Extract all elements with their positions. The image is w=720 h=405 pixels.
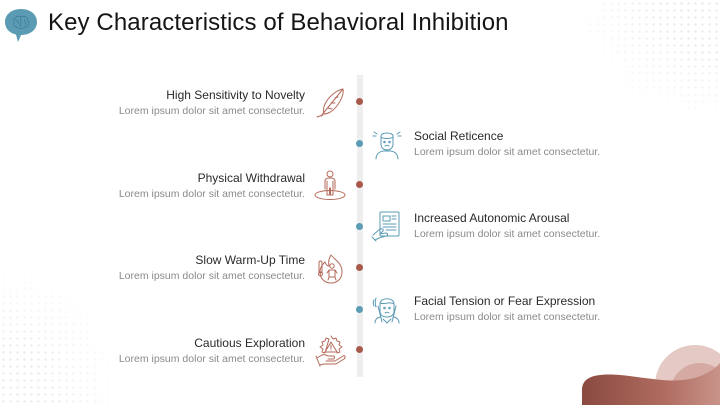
item-heading: Physical Withdrawal — [197, 171, 305, 185]
decorative-blob-bottom-right — [580, 335, 720, 405]
timeline-dot — [356, 306, 363, 313]
characteristic-item-physical-withdrawal: Physical Withdrawal Lorem ipsum dolor si… — [119, 171, 305, 201]
person-standing-circle-icon — [313, 168, 347, 202]
characteristic-item-social-reticence: Social Reticence Lorem ipsum dolor sit a… — [414, 129, 600, 159]
feather-icon — [313, 86, 347, 120]
medical-report-hand-icon — [370, 209, 404, 243]
characteristic-item-autonomic-arousal: Increased Autonomic Arousal Lorem ipsum … — [414, 211, 600, 241]
item-heading: Cautious Exploration — [194, 336, 305, 350]
item-description: Lorem ipsum dolor sit amet consectetur. — [118, 188, 305, 200]
anxious-child-icon — [370, 127, 404, 161]
timeline-dot — [356, 264, 363, 271]
item-description: Lorem ipsum dolor sit amet consectetur. — [118, 270, 305, 282]
person-fire-thermometer-icon — [314, 252, 348, 286]
item-heading: Slow Warm-Up Time — [195, 253, 305, 267]
timeline-dot — [356, 140, 363, 147]
timeline-dot — [356, 346, 363, 353]
item-description: Lorem ipsum dolor sit amet consectetur. — [414, 146, 601, 158]
fearful-face-hands-icon — [370, 292, 404, 326]
item-description: Lorem ipsum dolor sit amet consectetur. — [414, 228, 601, 240]
characteristic-item-slow-warm-up: Slow Warm-Up Time Lorem ipsum dolor sit … — [119, 253, 305, 283]
item-heading: High Sensitivity to Novelty — [166, 88, 305, 102]
brain-speech-bubble-icon — [3, 6, 39, 44]
item-heading: Social Reticence — [414, 129, 504, 143]
hand-warning-gear-icon — [314, 334, 348, 368]
page-title: Key Characteristics of Behavioral Inhibi… — [48, 9, 509, 36]
characteristic-item-facial-tension: Facial Tension or Fear Expression Lorem … — [414, 294, 600, 324]
item-heading: Facial Tension or Fear Expression — [414, 294, 596, 308]
characteristic-item-novelty: High Sensitivity to Novelty Lorem ipsum … — [119, 88, 305, 118]
decorative-dot-pattern-bottom-left — [0, 265, 120, 405]
decorative-dot-pattern-top-right — [580, 0, 720, 120]
timeline-dot — [356, 223, 363, 230]
item-description: Lorem ipsum dolor sit amet consectetur. — [414, 311, 601, 323]
item-description: Lorem ipsum dolor sit amet consectetur. — [118, 353, 305, 365]
item-heading: Increased Autonomic Arousal — [414, 211, 570, 225]
item-description: Lorem ipsum dolor sit amet consectetur. — [118, 105, 305, 117]
timeline-dot — [356, 98, 363, 105]
timeline-dot — [356, 181, 363, 188]
characteristic-item-cautious-exploration: Cautious Exploration Lorem ipsum dolor s… — [119, 336, 305, 366]
